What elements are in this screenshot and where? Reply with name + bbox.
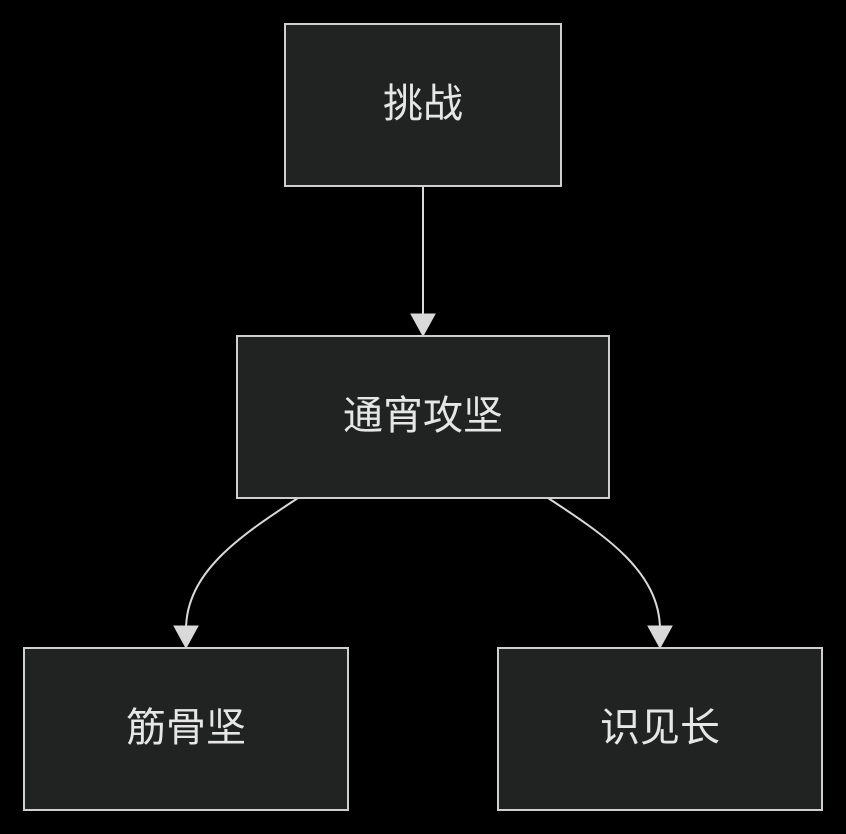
edge-overnight-to-strong-bones <box>185 497 299 631</box>
node-overnight-label: 通宵攻坚 <box>343 393 503 439</box>
node-strong-bones-label: 筋骨坚 <box>126 705 246 751</box>
node-strong-bones: 筋骨坚 <box>23 647 349 811</box>
node-challenge: 挑战 <box>284 23 562 187</box>
nodes-layer: 挑战 通宵攻坚 筋骨坚 识见长 <box>23 23 823 811</box>
node-challenge-label: 挑战 <box>383 81 463 127</box>
node-overnight: 通宵攻坚 <box>236 335 610 499</box>
edges-layer <box>173 187 673 650</box>
arrowhead-overnight-to-knowledge <box>647 625 673 650</box>
arrowhead-challenge-to-overnight <box>410 313 436 338</box>
node-strong-bones-box <box>23 647 349 811</box>
node-overnight-box <box>236 335 610 499</box>
node-knowledge-label: 识见长 <box>600 705 720 751</box>
node-knowledge: 识见长 <box>497 647 823 811</box>
edge-overnight-to-knowledge <box>547 497 661 631</box>
arrowhead-overnight-to-strong-bones <box>173 625 199 650</box>
node-challenge-box <box>284 23 562 187</box>
node-knowledge-box <box>497 647 823 811</box>
